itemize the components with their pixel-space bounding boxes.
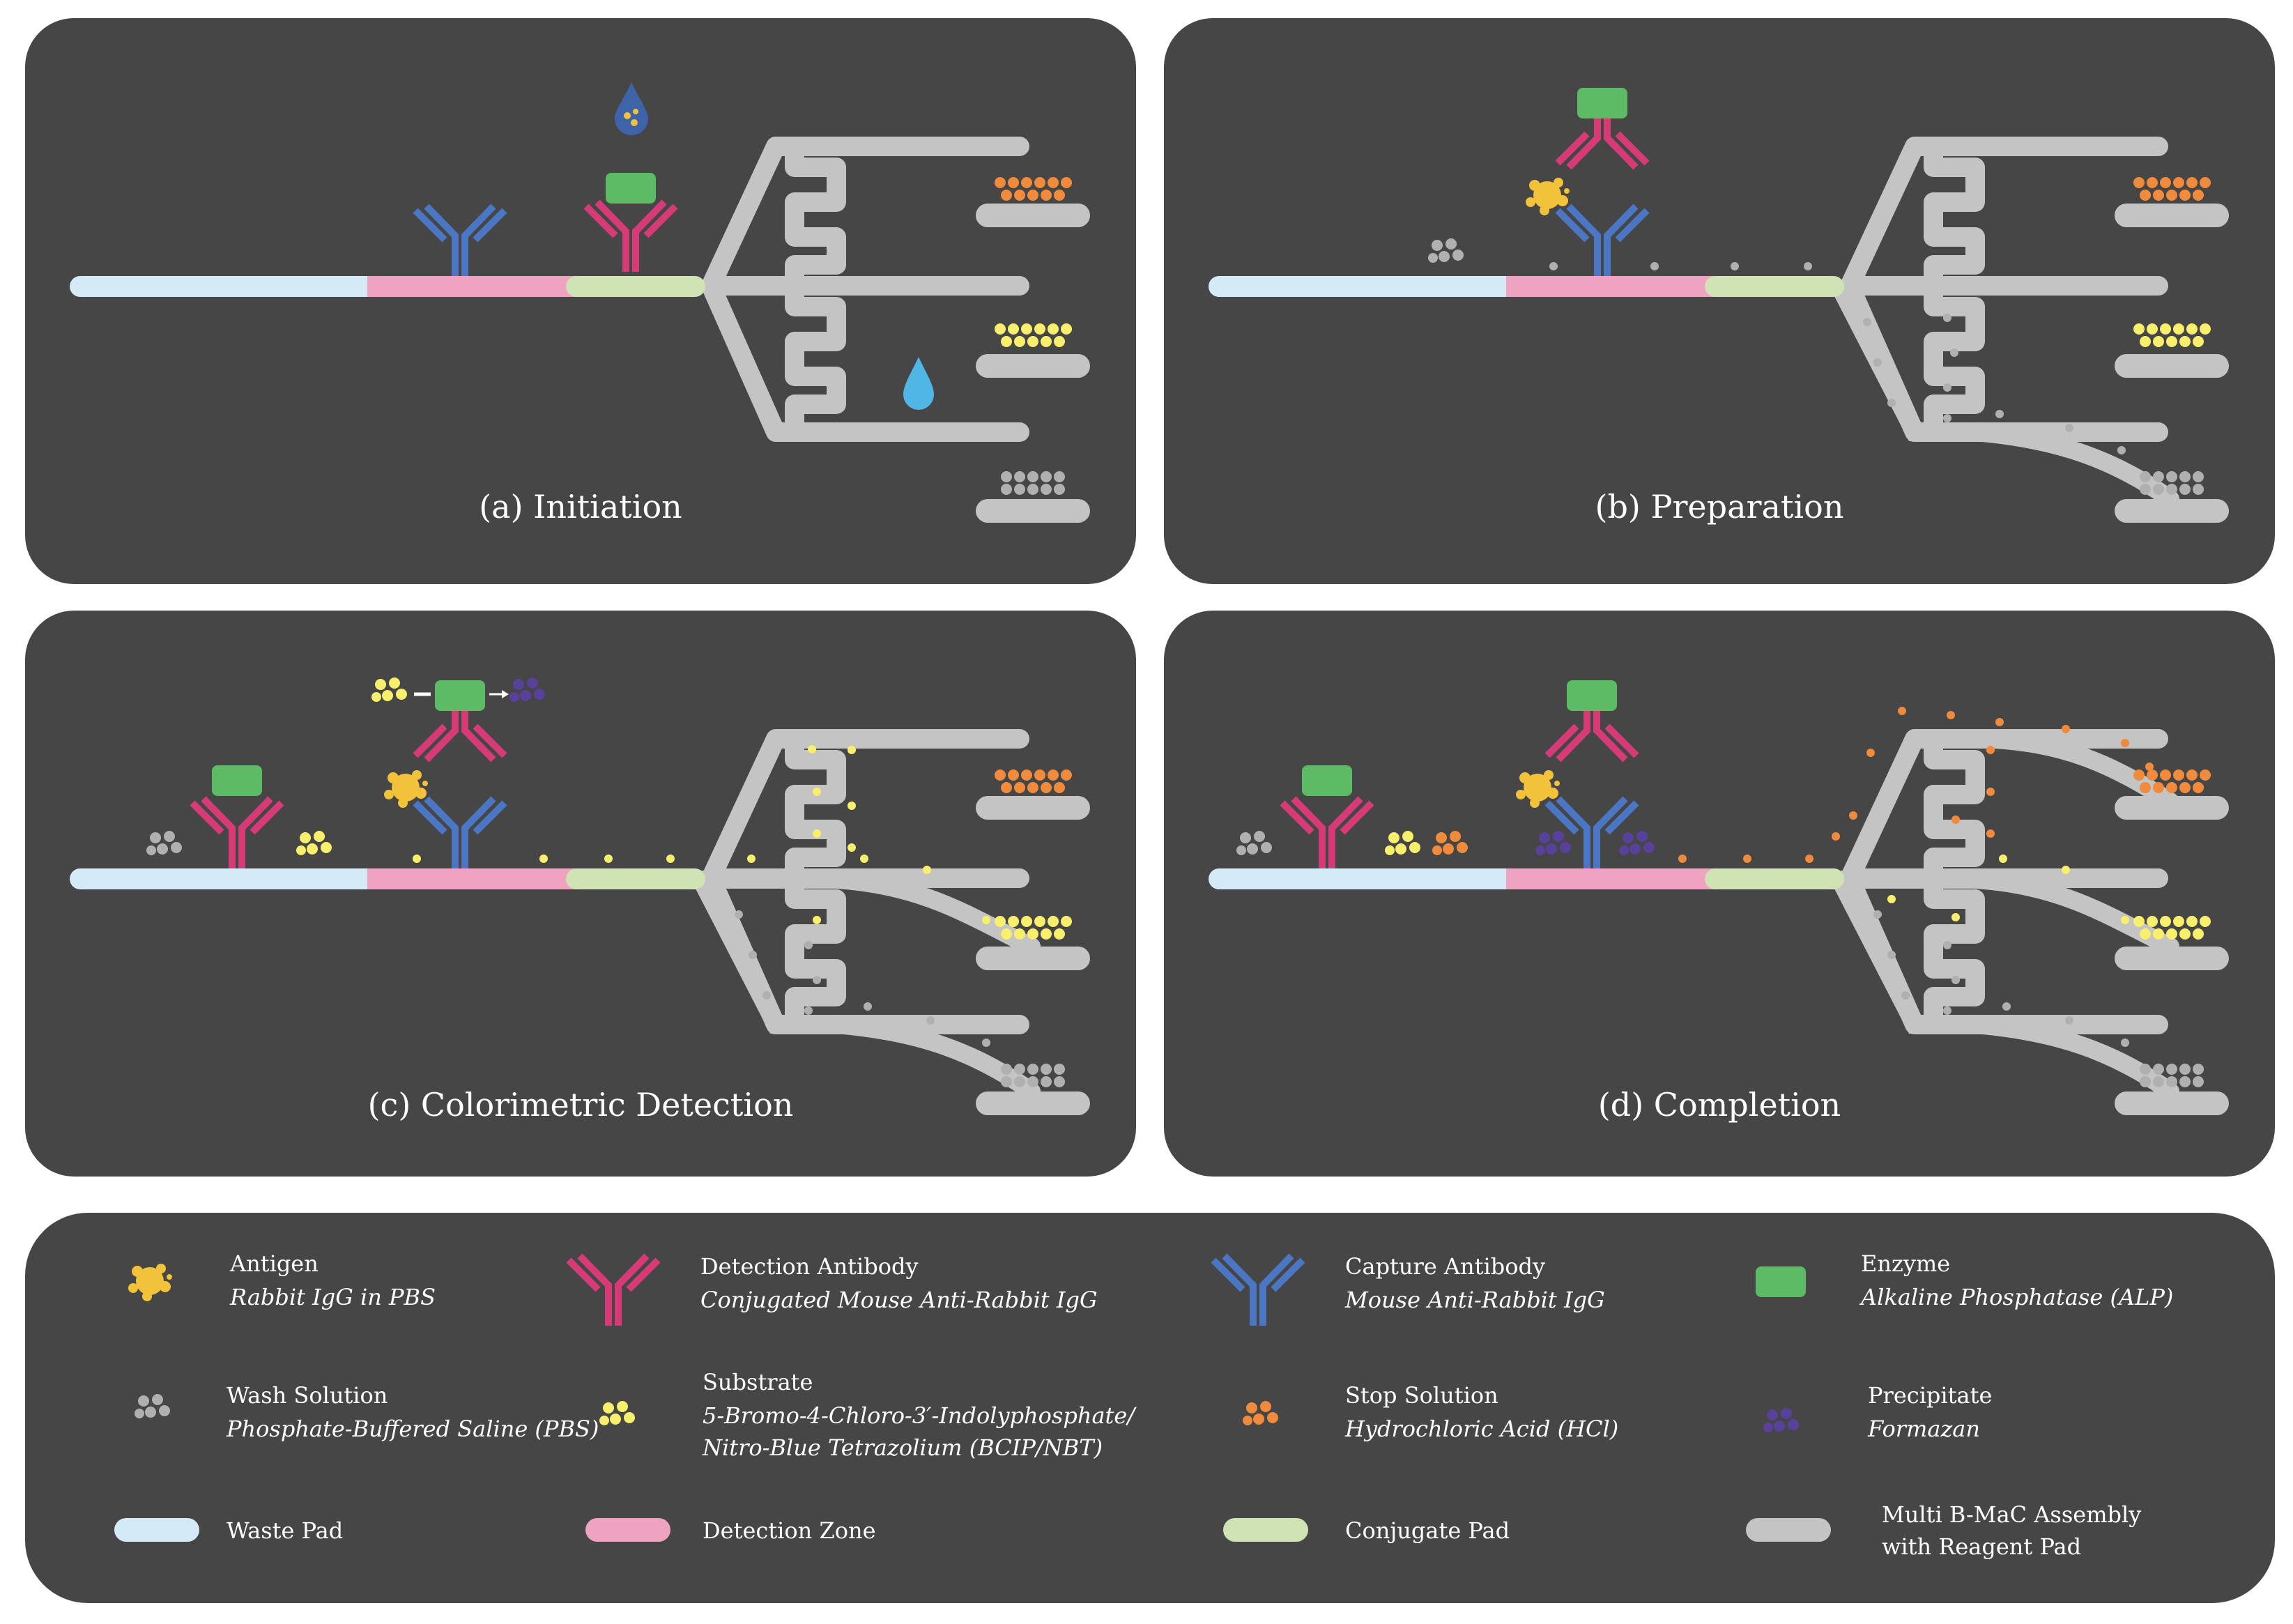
panel-colorimetric-detection: (c) Colorimetric Detection (25, 611, 1136, 1177)
legend-subtitle: Formazan (1867, 1416, 1980, 1442)
panel-caption: (b) Preparation (1595, 488, 1844, 526)
legend-subtitle: Alkaline Phosphatase (ALP) (1859, 1284, 2173, 1310)
legend-title: Waste Pad (227, 1517, 343, 1544)
legend-item-substrate: Substrate 5-Bromo-4-Chloro-3′-Indolyphos… (599, 1369, 1137, 1461)
panel-initiation: (a) Initiation (25, 18, 1136, 584)
legend-item-antigen: Antigen Rabbit IgG in PBS (128, 1250, 436, 1310)
legend: Antigen Rabbit IgG in PBS Detection Anti… (25, 1213, 2275, 1603)
legend-title: Antigen (229, 1250, 319, 1277)
panel-caption: (a) Initiation (479, 488, 682, 526)
legend-item-detection-antibody: Detection Antibody Conjugated Mouse Anti… (569, 1253, 1098, 1326)
legend-title: Wash Solution (227, 1382, 388, 1409)
legend-title: Substrate (703, 1369, 813, 1395)
legend-subtitle: Phosphate-Buffered Saline (PBS) (226, 1416, 599, 1442)
legend-subtitle-line2: Nitro-Blue Tetrazolium (BCIP/NBT) (702, 1434, 1103, 1461)
legend-title: Stop Solution (1345, 1382, 1498, 1409)
waste-pad-icon (114, 1518, 199, 1542)
legend-item-multi-bmac-assembly: Multi B-MaC Assembly with Reagent Pad (1746, 1501, 2141, 1560)
multi-bmac-assembly-icon (1746, 1518, 1831, 1542)
detection-zone-icon (585, 1518, 670, 1542)
sample-drop-icon (615, 82, 648, 135)
legend-item-capture-antibody: Capture Antibody Mouse Anti-Rabbit IgG (1213, 1253, 1605, 1326)
legend-title: Precipitate (1868, 1382, 1992, 1409)
legend-subtitle: Rabbit IgG in PBS (229, 1284, 436, 1310)
legend-title: Detection Zone (703, 1517, 876, 1544)
enzyme-icon (1756, 1266, 1806, 1297)
buffer-drop-icon (903, 357, 934, 410)
legend-subtitle: Mouse Anti-Rabbit IgG (1344, 1287, 1605, 1313)
legend-title-line2: with Reagent Pad (1882, 1533, 2081, 1560)
conjugate-pad-icon (1223, 1518, 1308, 1542)
panel-completion: (d) Completion (1164, 611, 2275, 1177)
legend-title: Conjugate Pad (1345, 1517, 1510, 1544)
legend-title: Detection Antibody (700, 1253, 919, 1280)
legend-item-waste-pad: Waste Pad (114, 1517, 343, 1544)
legend-subtitle: Hydrochloric Acid (HCl) (1344, 1416, 1618, 1442)
legend-title: Enzyme (1861, 1250, 1950, 1277)
legend-item-detection-zone: Detection Zone (585, 1517, 876, 1544)
legend-subtitle: 5-Bromo-4-Chloro-3′-Indolyphosphate/ (703, 1402, 1137, 1429)
legend-subtitle: Conjugated Mouse Anti-Rabbit IgG (700, 1287, 1098, 1313)
panel-caption: (c) Colorimetric Detection (368, 1086, 794, 1124)
legend-title: Multi B-MaC Assembly (1882, 1501, 2141, 1528)
panel-preparation: (b) Preparation (1164, 18, 2275, 584)
legend-title: Capture Antibody (1345, 1253, 1545, 1280)
legend-item-stop-solution: Stop Solution Hydrochloric Acid (HCl) (1243, 1382, 1618, 1442)
legend-item-precipitate: Precipitate Formazan (1763, 1382, 1992, 1442)
legend-item-conjugate-pad: Conjugate Pad (1223, 1517, 1510, 1544)
legend-item-wash-solution: Wash Solution Phosphate-Buffered Saline … (135, 1382, 599, 1442)
panel-caption: (d) Completion (1598, 1086, 1841, 1124)
legend-item-enzyme: Enzyme Alkaline Phosphatase (ALP) (1756, 1250, 2173, 1310)
